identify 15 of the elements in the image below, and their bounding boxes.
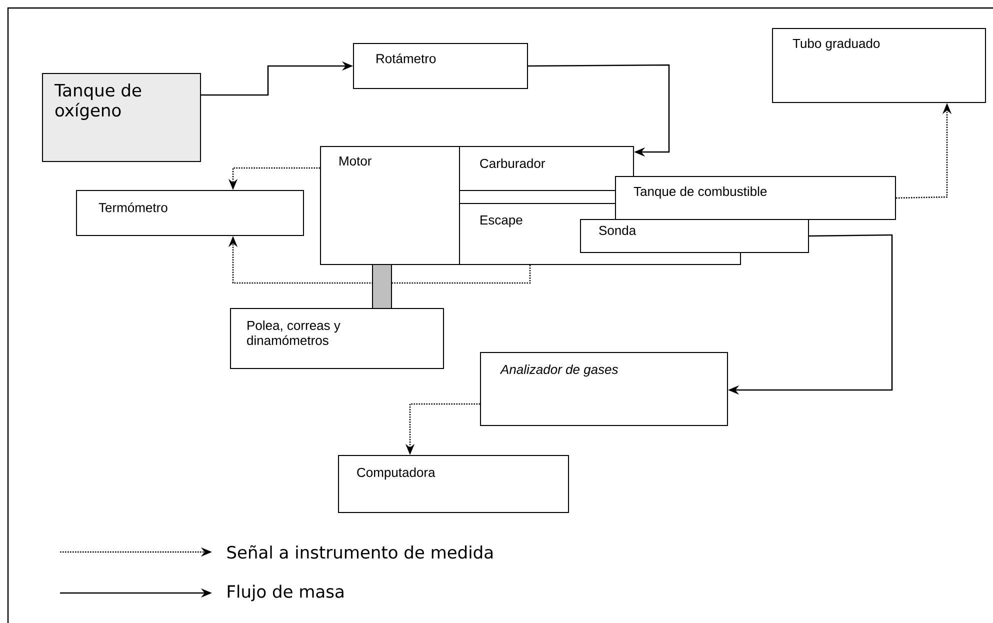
process-box: Termómetro: [76, 190, 304, 236]
process-box: Tubo graduado: [772, 28, 986, 103]
process-box: Polea, correas y dinamómetros: [230, 308, 444, 369]
shaft-drawing: [372, 265, 392, 308]
legend-text: Flujo de masa: [228, 584, 344, 602]
legend-text: Señal a instrumento de medida: [227, 545, 492, 559]
process-box: Tanque de combustible: [615, 176, 896, 220]
process-box: Analizador de gases: [480, 352, 728, 426]
tank-box: Tanque de oxígeno: [42, 73, 201, 162]
arrow: [528, 64, 670, 157]
process-box: Rotámetro: [353, 43, 528, 89]
engine-box: Motor: [320, 146, 460, 265]
process-box: Computadora: [338, 455, 569, 513]
process-box: Sonda: [580, 219, 809, 253]
process-box: Carburador: [459, 146, 634, 191]
